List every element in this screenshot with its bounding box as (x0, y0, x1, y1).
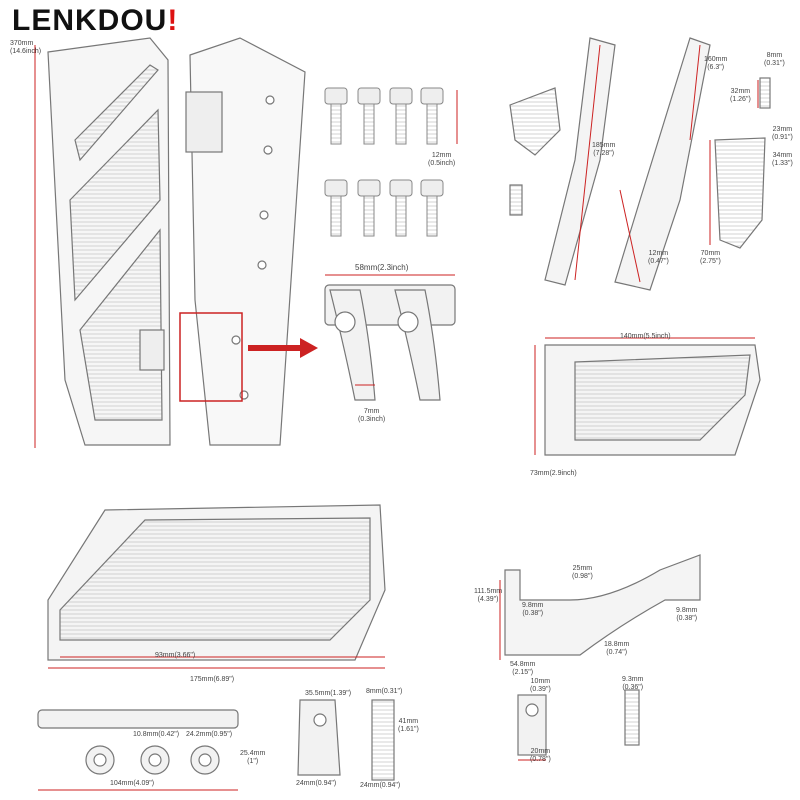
dim-bolt2-head: 24mm(0.94") (360, 782, 401, 789)
bottom-parts (37, 689, 640, 781)
bracket (504, 554, 701, 656)
dim-bolt2-len: 41mm(1.61") (398, 718, 419, 733)
dim-arm-hole: 12mm(0.47") (648, 250, 669, 265)
dim-bracket-w1: 25mm(0.98") (572, 565, 593, 580)
dim-pin-length: 32mm(1.26") (730, 88, 751, 103)
dim-clamp-width: 58mm(2.3inch) (355, 263, 409, 272)
footboard-back (185, 37, 306, 446)
dim-arm-length: 185mm(7.28") (592, 142, 616, 157)
dim-block-w: 20mm(0.78") (530, 748, 551, 763)
dim-big-plate-width: 175mm(6.89") (190, 676, 235, 683)
dim-plate3-h2: 24.2mm(0.95") (186, 731, 233, 738)
dim-bracket-w2: 9.8mm(0.38") (522, 602, 544, 617)
dim-block-hole: 10mm(0.39") (530, 678, 551, 693)
dim-clamp-gap: 7mm(0.3inch) (358, 408, 386, 423)
dim-footboard-length: 370mm(14.6inch) (10, 40, 42, 55)
dim-plate3-t: 25.4mm(1") (240, 750, 266, 765)
dim-peg-top: 23mm(0.91") (772, 126, 793, 141)
dim-peg-len: 70mm(2.75") (700, 250, 721, 265)
mount-arms (509, 37, 771, 291)
dimension-lines (34, 44, 759, 791)
dim-big-plate-depth: 93mm(3.66") (155, 652, 196, 659)
long-footboard (47, 37, 171, 446)
dim-arm2-length: 160mm(6.3") (704, 56, 728, 71)
highlight-box (179, 312, 243, 402)
dim-plate-width: 140mm(5.5inch) (620, 333, 671, 340)
dim-plate3-w: 104mm(4.09") (110, 780, 155, 787)
brand-logo: LENKDOU! (12, 4, 179, 37)
dim-plate-height: 73mm(2.9inch) (530, 470, 577, 477)
dim-bracket-base: 54.8mm(2.15") (510, 661, 536, 676)
dim-bracket-h: 111.5mm(4.39") (474, 588, 503, 603)
dim-plate3-h1: 10.8mm(0.42") (133, 731, 180, 738)
zoom-arrow (248, 338, 318, 358)
dim-bolt-length: 12mm(0.5inch) (428, 152, 456, 167)
dim-pin-dia: 8mm(0.31") (764, 52, 785, 67)
large-footplate (47, 504, 386, 661)
dim-mount-h: 35.5mm(1.39") (305, 690, 352, 697)
dim-pin2-dia: 9.3mm(0.36") (622, 676, 644, 691)
clamp-detail (324, 284, 456, 401)
small-footplate (544, 344, 761, 456)
dim-bracket-w3: 9.8mm(0.38") (676, 607, 698, 622)
bolt-set (324, 87, 444, 237)
dim-mount-w: 24mm(0.94") (296, 780, 337, 787)
dim-peg-mid: 34mm(1.33") (772, 152, 793, 167)
dim-bolt2-dia: 8mm(0.31") (366, 688, 403, 695)
dim-bracket-t: 18.8mm(0.74") (604, 641, 630, 656)
